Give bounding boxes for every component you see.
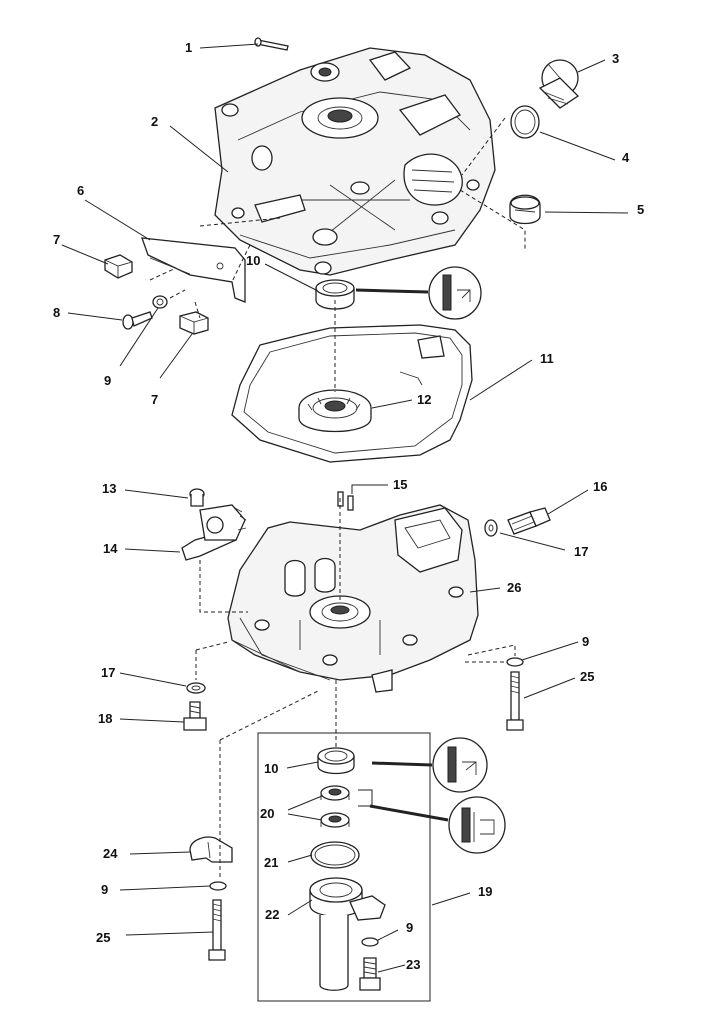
part-9-washer-left (209, 881, 227, 891)
seal-detail-upper (355, 266, 482, 320)
part-13-bolt (189, 488, 205, 507)
callout-14: 14 (103, 541, 118, 556)
callout-4: 4 (622, 150, 630, 165)
part-22-shaft-housing (309, 877, 386, 991)
callout-25b: 25 (96, 930, 110, 945)
part-10-seal-upper (315, 279, 355, 310)
part-20-bearings (320, 785, 350, 828)
callout-8: 8 (53, 305, 60, 320)
part-14-governor-lever (181, 504, 247, 561)
callout-12: 12 (417, 392, 431, 407)
part-19-subassembly-box (257, 732, 431, 1002)
assembly-lines (149, 117, 526, 880)
bearing-detail-lower (369, 796, 506, 854)
callout-5: 5 (637, 202, 644, 217)
part-17-washer-lower (186, 682, 206, 694)
callout-15: 15 (393, 477, 407, 492)
part-7-block (104, 254, 133, 279)
part-21-o-ring (310, 841, 360, 869)
part-8-screw (122, 311, 153, 330)
part-7-block-b (179, 311, 209, 335)
part-24-clip (189, 836, 233, 863)
part-5-cap (509, 194, 541, 225)
callout-7b: 7 (151, 392, 158, 407)
callout-3: 3 (612, 51, 619, 66)
part-9-washer-upper (152, 295, 168, 309)
callout-2: 2 (151, 114, 158, 129)
callout-9a: 9 (104, 373, 111, 388)
part-23-bolt (359, 957, 381, 991)
callout-7a: 7 (53, 232, 60, 247)
part-10-seal-lower (317, 747, 355, 775)
callout-18: 18 (98, 711, 112, 726)
callout-10b: 10 (264, 761, 278, 776)
callout-9b: 9 (582, 634, 589, 649)
callout-9c: 9 (406, 920, 413, 935)
part-3-threaded-plug (538, 59, 580, 109)
callout-9d: 9 (101, 882, 108, 897)
callout-10a: 10 (246, 253, 260, 268)
part-18-bolt (183, 701, 207, 731)
callout-13: 13 (102, 481, 116, 496)
part-17-washer-upper (484, 519, 498, 537)
callout-1: 1 (185, 40, 192, 55)
callout-17b: 17 (101, 665, 115, 680)
callout-24: 24 (103, 846, 118, 861)
part-9-washer-right (506, 657, 524, 667)
callout-22: 22 (265, 907, 279, 922)
part-12-bearing (298, 389, 372, 433)
part-25-bolt-right (506, 671, 524, 731)
crankcase-cover (214, 47, 496, 276)
callout-20: 20 (260, 806, 274, 821)
leader-lines (61, 43, 629, 973)
callout-17a: 17 (574, 544, 588, 559)
part-16-fitting (507, 507, 551, 535)
part-25-bolt-left (208, 899, 226, 961)
callout-26: 26 (507, 580, 521, 595)
callout-23: 23 (406, 957, 420, 972)
part-4-o-ring (510, 105, 540, 139)
callout-16: 16 (593, 479, 607, 494)
seal-detail-lower (371, 737, 488, 793)
part-6-plate (141, 237, 246, 303)
callout-11: 11 (540, 351, 554, 366)
callout-19: 19 (478, 884, 492, 899)
callout-21: 21 (264, 855, 278, 870)
callout-25a: 25 (580, 669, 594, 684)
part-1-bolt (254, 37, 289, 51)
crankcase (227, 504, 479, 693)
part-9-washer-box (361, 937, 379, 947)
callout-labels: 1 2 3 4 5 6 7 8 10 9 7 11 12 13 15 16 14… (53, 40, 644, 972)
callout-6: 6 (77, 183, 84, 198)
